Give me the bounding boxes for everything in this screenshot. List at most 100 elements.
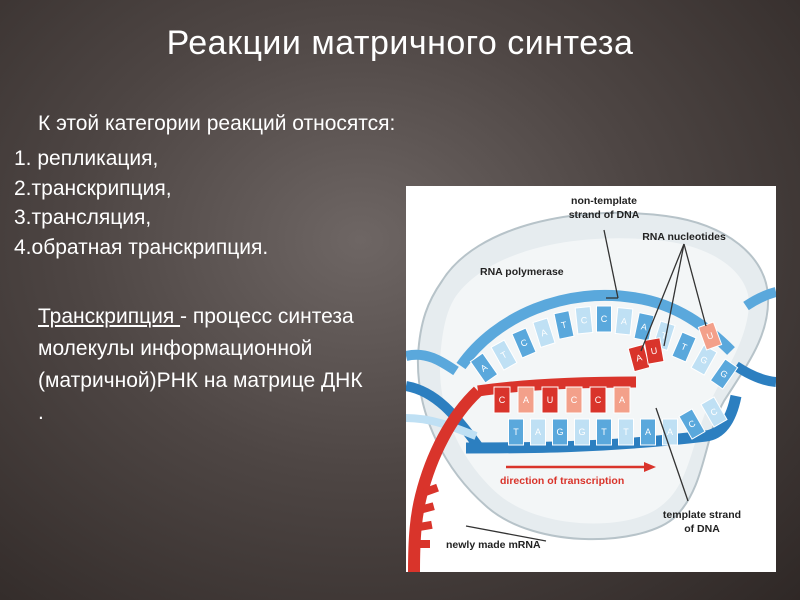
label-newly-made-mrna: newly made mRNA bbox=[446, 539, 541, 551]
definition-text: - процесс синтеза молекулы информационно… bbox=[38, 305, 363, 424]
dna-base-letter: C bbox=[687, 418, 698, 430]
dna-base-letter: T bbox=[513, 427, 519, 437]
dna-base-letter: C bbox=[709, 406, 720, 418]
dna-base-letter: A bbox=[540, 327, 549, 338]
dna-base-letter: A bbox=[535, 427, 541, 437]
list-number: 4. bbox=[14, 235, 32, 259]
label-template-2: of DNA bbox=[684, 523, 720, 535]
dna-base: T bbox=[490, 339, 518, 371]
dna-base: A bbox=[530, 418, 546, 446]
dna-base-letter: T bbox=[679, 341, 688, 353]
rna-base-letter: A bbox=[523, 395, 529, 405]
exiting-mrna-bases bbox=[416, 483, 439, 548]
rna-base: C bbox=[493, 386, 511, 414]
definition-term: Транскрипция bbox=[38, 305, 181, 328]
rna-base-letter: U bbox=[547, 395, 554, 405]
rna-base: A bbox=[613, 386, 631, 414]
dna-left-strand-a bbox=[406, 349, 459, 376]
rna-base: C bbox=[565, 386, 583, 414]
label-direction: direction of transcription bbox=[500, 475, 624, 487]
dna-base-letter: G bbox=[556, 427, 563, 437]
label-non-template-1: non-template bbox=[571, 195, 637, 207]
dna-base-letter: T bbox=[601, 427, 607, 437]
dna-base-letter: T bbox=[660, 330, 669, 341]
dna-base-letter: C bbox=[580, 315, 588, 326]
free-rna-nucleotides: AUU bbox=[627, 321, 723, 373]
intro-text: К этой категории реакций относятся: bbox=[38, 112, 396, 135]
list-text: трансляция, bbox=[31, 206, 152, 229]
dna-base-letter: A bbox=[667, 427, 673, 437]
dna-base-letter: T bbox=[623, 427, 629, 437]
dna-base-letter: A bbox=[640, 321, 648, 332]
list-item: 2.транскрипция, bbox=[14, 174, 268, 204]
list-item: 3.трансляция, bbox=[14, 203, 268, 233]
dna-base: T bbox=[618, 418, 634, 446]
dna-base: T bbox=[508, 418, 524, 446]
rna-base: C bbox=[589, 386, 607, 414]
dna-base: A bbox=[532, 317, 556, 349]
dna-base: C bbox=[596, 305, 612, 333]
rna-nucleotide: U bbox=[643, 337, 665, 365]
dna-base-letter: C bbox=[601, 314, 608, 324]
rna-base: U bbox=[541, 386, 559, 414]
list-item: 1. репликация, bbox=[14, 144, 268, 174]
rna-nucleotide-letter: U bbox=[650, 346, 658, 357]
direction-arrowhead bbox=[644, 462, 656, 472]
dna-right-strand-a bbox=[743, 287, 776, 311]
dna-base: T bbox=[553, 310, 575, 340]
dna-base: A bbox=[469, 352, 499, 384]
dna-base-letter: A bbox=[645, 427, 651, 437]
rna-base: A bbox=[517, 386, 535, 414]
dna-base: A bbox=[640, 418, 656, 446]
rna-base-letter: C bbox=[571, 395, 578, 405]
rna-nucleotide-letter: A bbox=[635, 352, 643, 363]
dna-base-letter: C bbox=[519, 337, 529, 349]
dna-base: T bbox=[671, 331, 697, 363]
dna-base: C bbox=[574, 306, 594, 335]
dna-base: C bbox=[700, 396, 728, 428]
rna-base-letter: A bbox=[619, 395, 625, 405]
dna-base: G bbox=[552, 418, 568, 446]
dna-base: C bbox=[511, 327, 537, 359]
list-number: 3. bbox=[14, 206, 32, 229]
dna-base-letter: A bbox=[479, 362, 490, 374]
label-template-1: template strand bbox=[663, 509, 741, 521]
list-text: обратная транскрипция. bbox=[31, 235, 269, 259]
rna-nucleotide-letter: U bbox=[705, 330, 715, 342]
dna-right-strand-b bbox=[733, 361, 776, 387]
dna-base-letter: G bbox=[578, 427, 585, 437]
definition-paragraph: Транскрипция - процесс синтеза молекулы … bbox=[38, 301, 368, 429]
list-item: 4.обратная транскрипция. bbox=[14, 233, 268, 263]
slide-title: Реакции матричного синтеза bbox=[166, 24, 634, 62]
dna-base: T bbox=[596, 418, 612, 446]
dna-left-strand-c bbox=[406, 414, 478, 440]
dna-base: A bbox=[614, 307, 634, 336]
exiting-mrna bbox=[408, 386, 483, 572]
dna-base-letter: G bbox=[699, 354, 710, 366]
dna-base: C bbox=[678, 408, 706, 440]
dna-base-letter: A bbox=[620, 316, 627, 327]
dna-base-letter: T bbox=[499, 349, 509, 361]
list-number: 2. bbox=[14, 176, 32, 200]
dna-base-letter: T bbox=[560, 319, 568, 330]
reaction-list: 1. репликация, 2.транскрипция, 3.трансля… bbox=[14, 144, 268, 262]
dna-base: G bbox=[574, 418, 590, 446]
dna-base: G bbox=[709, 358, 739, 390]
rna-base-letter: C bbox=[595, 395, 602, 405]
pointer-lines bbox=[465, 229, 707, 542]
dna-base: A bbox=[633, 312, 655, 342]
label-rna-polymerase: RNA polymerase bbox=[480, 266, 564, 278]
list-text: транскрипция, bbox=[31, 176, 172, 200]
label-non-template-2: strand of DNA bbox=[569, 209, 640, 221]
label-rna-nucleotides: RNA nucleotides bbox=[642, 231, 726, 243]
list-text: репликация, bbox=[31, 147, 159, 170]
list-number: 1. bbox=[14, 147, 32, 170]
rna-base-letter: C bbox=[499, 395, 506, 405]
non-template-backbone bbox=[456, 289, 735, 370]
dna-base-letter: G bbox=[718, 368, 729, 380]
